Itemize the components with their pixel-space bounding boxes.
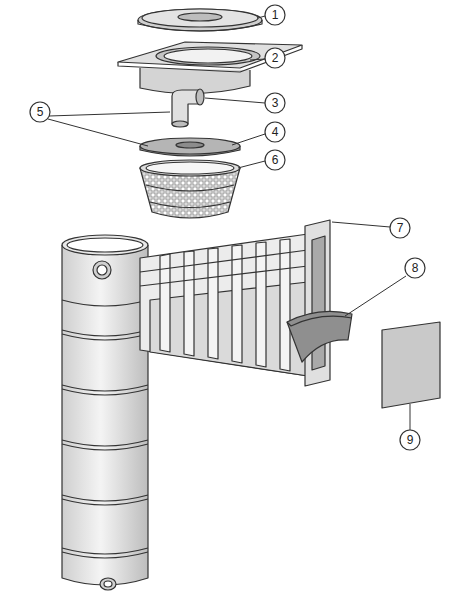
disc	[140, 138, 240, 156]
callout-number: 2	[265, 48, 285, 68]
callout-number: 6	[265, 150, 285, 170]
callout-number: 5	[30, 102, 50, 122]
callout-number: 4	[265, 122, 285, 142]
elbow	[172, 89, 204, 127]
callout-number: 8	[405, 258, 425, 278]
sheet	[382, 322, 440, 408]
lid	[138, 9, 262, 31]
basket	[140, 160, 240, 218]
callout-circles	[30, 5, 425, 450]
callout-number: 9	[400, 430, 420, 450]
callout-number: 1	[265, 5, 285, 25]
flap	[287, 311, 352, 362]
callout-number: 3	[265, 93, 285, 113]
skimmer-body	[62, 220, 330, 590]
callout-number: 7	[390, 218, 410, 238]
frame	[118, 42, 302, 94]
leader-lines	[48, 16, 410, 430]
